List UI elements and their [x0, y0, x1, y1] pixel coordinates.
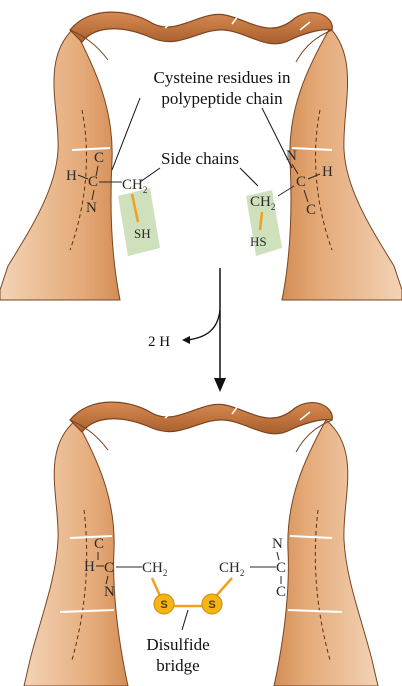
side-chains-pointer-left	[140, 168, 160, 182]
two-h-label: 2 H	[148, 334, 170, 350]
cysteine-label-line1: Cysteine residues in	[154, 68, 291, 87]
right-polypeptide-chain-bottom	[274, 420, 378, 686]
atom-ch2-right-bottom: CH2	[219, 560, 244, 578]
sulfur-label-left: S	[160, 599, 167, 611]
left-sidechain-box	[118, 188, 160, 256]
atom-c-left: C	[88, 174, 98, 190]
atom-c-upper-left: C	[94, 150, 104, 166]
atom-sh-left: SH	[134, 226, 151, 241]
cysteine-label-line2: polypeptide chain	[161, 89, 283, 108]
bond-c-s-left-bottom	[152, 578, 160, 596]
disulfide-pointer	[182, 610, 188, 630]
left-polypeptide-chain-bottom	[24, 420, 128, 686]
atom-n-right: N	[286, 148, 297, 164]
side-chains-label: Side chains	[161, 149, 239, 168]
right-polypeptide-chain-top	[282, 28, 402, 300]
h-release-arrowhead	[182, 336, 190, 344]
atom-hs-right: HS	[250, 234, 267, 249]
atom-c-left-bottom: C	[104, 560, 114, 576]
atom-c-right-bottom: C	[276, 560, 286, 576]
top-panel: Cysteine residues in polypeptide chain S…	[0, 12, 402, 300]
atom-c-lower-right: C	[306, 202, 316, 218]
reaction-arrow: 2 H	[148, 268, 226, 392]
ribbon-loop-top	[70, 12, 332, 44]
atom-h-left-bottom: H	[84, 559, 95, 575]
ribbon-loop-bottom	[70, 402, 332, 434]
sulfur-label-right: S	[208, 599, 215, 611]
cysteine-pointer-left	[112, 98, 140, 170]
disulfide-label-line2: bridge	[156, 656, 199, 675]
atom-h-right: H	[322, 164, 333, 180]
atom-c-right: C	[296, 174, 306, 190]
atom-ch2-left-bottom: CH2	[142, 560, 167, 578]
atom-c-lower-right-bottom: C	[276, 584, 286, 600]
atom-n-left: N	[86, 200, 97, 216]
side-chains-pointer-right	[240, 168, 258, 186]
bottom-panel: C H C N CH2 CH2 N C C S S Disulfide brid…	[24, 402, 378, 686]
atom-c-upper-left-bottom: C	[94, 536, 104, 552]
atom-n-right-bottom: N	[272, 536, 283, 552]
bond	[277, 552, 279, 560]
disulfide-label-line1: Disulfide	[146, 635, 209, 654]
bond-c-s-right-bottom	[216, 578, 232, 596]
arrow-head	[214, 378, 226, 392]
atom-h-left: H	[66, 168, 77, 184]
h-release-curve	[186, 310, 220, 340]
atom-n-left-bottom: N	[104, 584, 115, 600]
